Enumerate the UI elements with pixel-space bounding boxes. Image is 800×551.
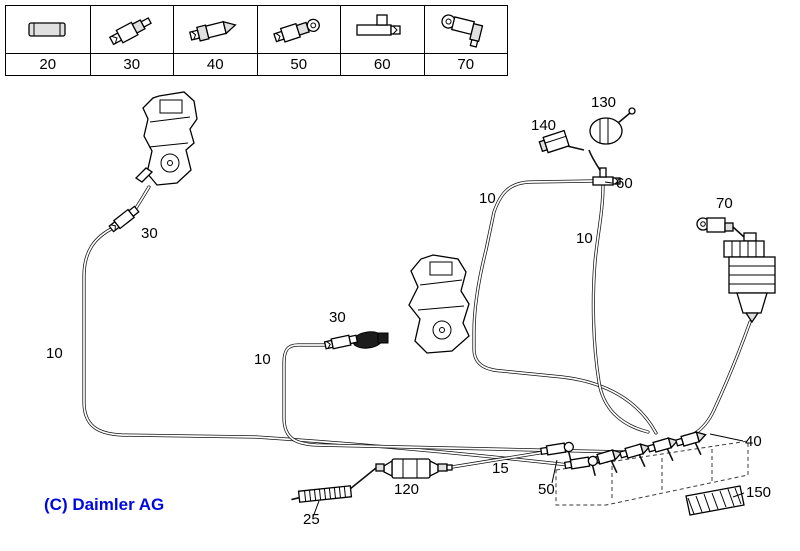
callout-120: 120 (394, 481, 419, 498)
legend-cell-40: 40 (173, 6, 257, 75)
elbow-connector-icon (90, 6, 173, 54)
legend-cell-60: 60 (340, 6, 424, 75)
ribbed-hose-25 (291, 485, 353, 503)
callout-10-left: 10 (46, 345, 63, 362)
leader-60 (604, 181, 613, 184)
leader-50 (551, 459, 558, 484)
callout-30-left: 30 (141, 225, 158, 242)
legend-cell-30: 30 (89, 6, 173, 75)
vacuum-line-left-actuator-stub (132, 185, 151, 213)
elbow-to-component-link (732, 226, 745, 238)
inline-filter-120 (375, 458, 453, 479)
legend-number-20: 20 (39, 56, 57, 73)
legend-number-60: 60 (373, 56, 391, 73)
callout-10-right: 10 (576, 230, 593, 247)
copyright-text: (C) Daimler AG (44, 495, 165, 514)
callout-60: 60 (616, 175, 633, 192)
manifold-check-valve (675, 431, 707, 456)
vacuum-element-stem (588, 149, 601, 171)
filter-inlet-pipe (349, 467, 377, 490)
vacuum-line-middle (282, 343, 626, 454)
door-lock-actuator-middle (408, 254, 470, 354)
legend-number-50: 50 (290, 56, 308, 73)
legend-cell-50: 50 (256, 6, 340, 75)
ring-elbow-connector-icon (424, 6, 507, 54)
callout-70: 70 (716, 195, 733, 212)
elbow-connector-left (108, 205, 140, 233)
callout-40: 40 (745, 433, 762, 450)
callout-25: 25 (303, 511, 320, 528)
vacuum-element-130 (589, 107, 636, 145)
tee-connector-60 (592, 167, 621, 186)
right-valve-component (723, 232, 776, 324)
sensor-stub (566, 145, 585, 151)
manifold-check-valve (591, 449, 623, 474)
callout-50: 50 (538, 481, 555, 498)
tee-connector-icon (341, 6, 424, 54)
callout-150: 150 (746, 484, 771, 501)
elbow-connector-middle (323, 334, 359, 350)
manifold-ring-connector (563, 455, 598, 476)
manifold-check-valve (619, 443, 651, 468)
sensor-140 (538, 129, 570, 154)
vacuum-line-top-middle (472, 179, 658, 435)
legend-number-70: 70 (457, 56, 475, 73)
mounting-pad-150 (685, 485, 745, 516)
callout-30-middle: 30 (329, 309, 346, 326)
legend-number-30: 30 (123, 56, 141, 73)
callout-130: 130 (591, 94, 616, 111)
legend-cell-20: 20 (6, 6, 90, 75)
callout-15: 15 (492, 460, 509, 477)
check-valve-icon (174, 6, 257, 54)
door-lock-actuator-left (134, 91, 198, 186)
ring-elbow-70 (696, 217, 734, 233)
callout-10-top: 10 (479, 190, 496, 207)
hose-piece-icon (6, 6, 90, 54)
manifold-check-valve (647, 437, 679, 462)
manifold-mounting-plate (555, 440, 749, 506)
leader-25 (312, 500, 320, 518)
legend-number-40: 40 (206, 56, 224, 73)
vacuum-line-filter-to-manifold (450, 450, 547, 469)
callout-10-middle: 10 (254, 351, 271, 368)
callout-140: 140 (531, 117, 556, 134)
leader-150 (732, 492, 745, 498)
vacuum-line-left-loop (82, 225, 580, 468)
vacuum-line-right-branch (591, 183, 650, 434)
parts-legend: 20 30 (5, 5, 508, 76)
legend-cell-70: 70 (423, 6, 507, 75)
ring-connector-icon (257, 6, 340, 54)
manifold-ring-connector (539, 441, 574, 462)
vacuum-line-right-component (692, 320, 752, 436)
leader-40 (709, 433, 744, 442)
